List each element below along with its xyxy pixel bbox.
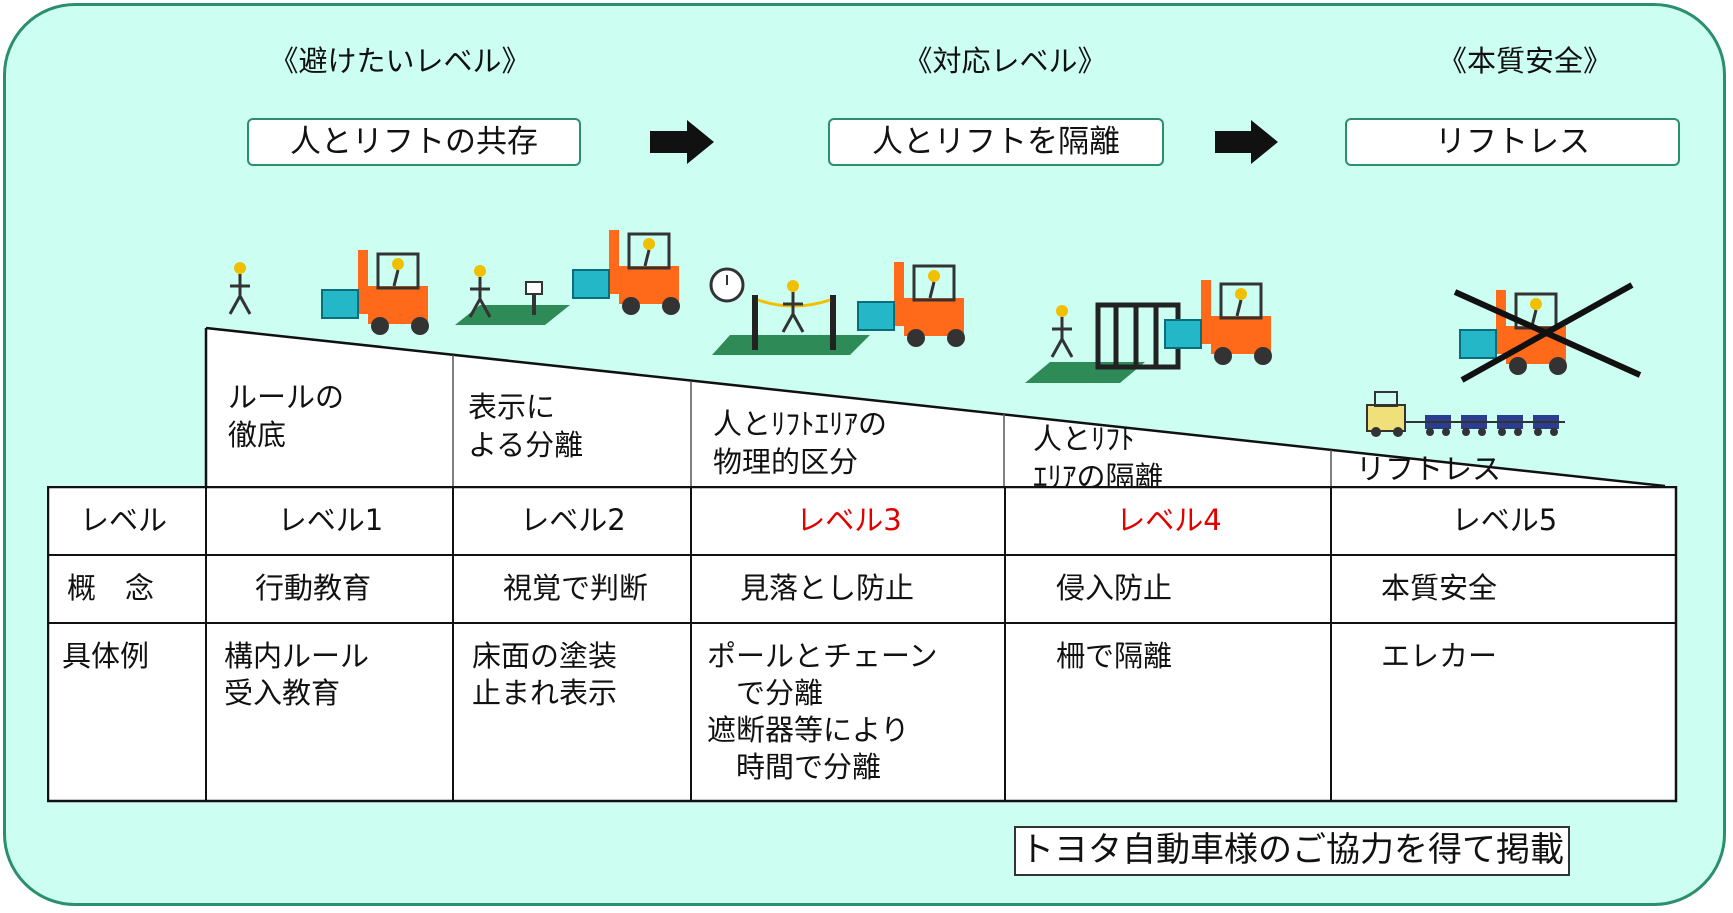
concept-cell-4: 侵入防止 (1056, 571, 1173, 605)
level-cell-3: レベル3 (796, 503, 902, 537)
example-cell-5: エレカー (1381, 639, 1498, 673)
scene-level4-icon (1025, 278, 1274, 383)
stage-separate-box: 人とリフトを隔離 (828, 118, 1164, 166)
example-cell-4: 柵で隔離 (1056, 639, 1173, 673)
category-essential-title: 《本質安全》 (1437, 44, 1612, 78)
concept-cell-5: 本質安全 (1381, 571, 1498, 605)
scene-level1-icon (228, 248, 431, 337)
level-cell-5: レベル5 (1451, 503, 1558, 537)
scene-level5-icon (1366, 282, 1642, 437)
wedge-label-level4: 人とﾘﾌﾄ ｴﾘｱの隔離 (1033, 422, 1164, 494)
level-cell-4: レベル4 (1116, 503, 1222, 537)
example-cell-1: 構内ルール 受入教育 (224, 639, 370, 710)
wedge-label-level1: ルールの 徹底 (228, 380, 345, 452)
row-header-level: レベル (80, 503, 168, 537)
scene-level2-icon (455, 228, 682, 325)
level-wedge (204, 326, 1666, 488)
level-cell-1: レベル1 (277, 503, 384, 537)
arrow-right-icon (650, 120, 714, 164)
stage-coexist-box: 人とリフトの共存 (247, 118, 581, 166)
example-cell-3: ポールとチェーン で分離 遮断器等により 時間で分離 (707, 639, 938, 784)
arrow-right-icon (1215, 120, 1278, 164)
stage-liftless-box: リフトレス (1345, 118, 1680, 166)
concept-cell-2: 視覚で判断 (503, 571, 649, 605)
wedge-label-level5: リフトレス (1356, 452, 1502, 486)
level-cell-2: レベル2 (520, 503, 626, 537)
category-avoid-title: 《避けたいレベル》 (269, 44, 531, 78)
credit-note: トヨタ自動車様のご協力を得て掲載 (1014, 826, 1570, 876)
category-response-title: 《対応レベル》 (903, 44, 1107, 78)
wedge-label-level2: 表示に よる分離 (468, 390, 584, 462)
example-cell-2: 床面の塗装 止まれ表示 (472, 639, 618, 710)
scene-level3-icon (709, 260, 967, 355)
row-header-concept: 概 念 (67, 571, 155, 605)
concept-cell-3: 見落とし防止 (740, 571, 915, 605)
row-header-example: 具体例 (62, 639, 150, 673)
wedge-label-level3: 人とﾘﾌﾄｴﾘｱの 物理的区分 (713, 407, 888, 479)
level-table (47, 486, 1678, 803)
concept-cell-1: 行動教育 (255, 571, 372, 605)
